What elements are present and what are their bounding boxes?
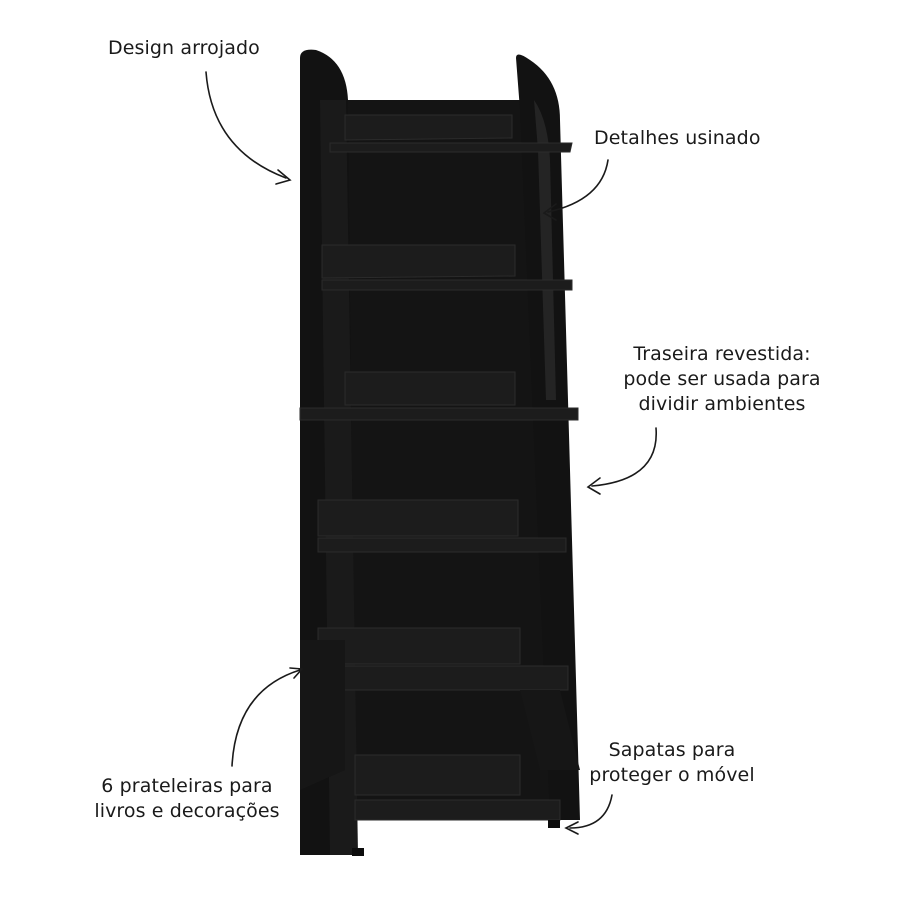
callout-text: 6 prateleiras para — [101, 775, 273, 797]
arrow-head — [542, 203, 557, 221]
callout-text: proteger o móvel — [589, 764, 755, 786]
shelf — [299, 407, 579, 421]
shelf-back-lip — [317, 627, 521, 665]
shelf-back-lip — [321, 244, 516, 279]
callout-text: Sapatas para — [608, 739, 736, 761]
foot — [548, 820, 560, 828]
foot — [352, 848, 364, 856]
callout-shelves: 6 prateleiras para livros e decorações — [82, 774, 292, 824]
arrow-head — [289, 667, 304, 679]
callout-text: Detalhes usinado — [594, 127, 761, 149]
arrow-head — [586, 477, 601, 495]
callout-back-panel: Traseira revestida: pode ser usada para … — [610, 342, 834, 417]
curved-arrow-icon — [231, 669, 301, 767]
callout-details: Detalhes usinado — [594, 126, 761, 151]
callout-text: Traseira revestida: — [633, 343, 811, 365]
shelf — [317, 665, 569, 691]
callout-text: Design arrojado — [108, 37, 260, 59]
shelf — [321, 279, 573, 291]
shelf — [354, 799, 561, 821]
shelf-back-lip — [344, 371, 516, 406]
arrow-head — [564, 821, 579, 835]
machined-slot — [534, 100, 556, 400]
callout-design: Design arrojado — [108, 36, 260, 61]
shelf — [329, 142, 573, 153]
curved-arrow-icon — [591, 427, 657, 487]
curved-arrow-icon — [547, 159, 609, 213]
curved-arrow-icon — [569, 794, 613, 829]
right-lower-brace — [520, 690, 580, 770]
shelves — [299, 114, 579, 821]
shelf — [317, 537, 567, 553]
callout-feet: Sapatas para proteger o móvel — [580, 738, 764, 788]
left-lower-brace — [300, 640, 345, 790]
callout-text: dividir ambientes — [638, 393, 806, 415]
annotation-arrows — [205, 71, 657, 835]
curved-arrow-icon — [205, 71, 287, 179]
callout-text: livros e decorações — [94, 800, 280, 822]
arrow-head — [275, 169, 292, 185]
shelf-back-lip — [344, 114, 513, 141]
callout-text: pode ser usada para — [623, 368, 821, 390]
shelf-back-lip — [317, 499, 519, 537]
right-side-panel — [516, 54, 580, 820]
shelf-back-lip — [354, 754, 521, 796]
